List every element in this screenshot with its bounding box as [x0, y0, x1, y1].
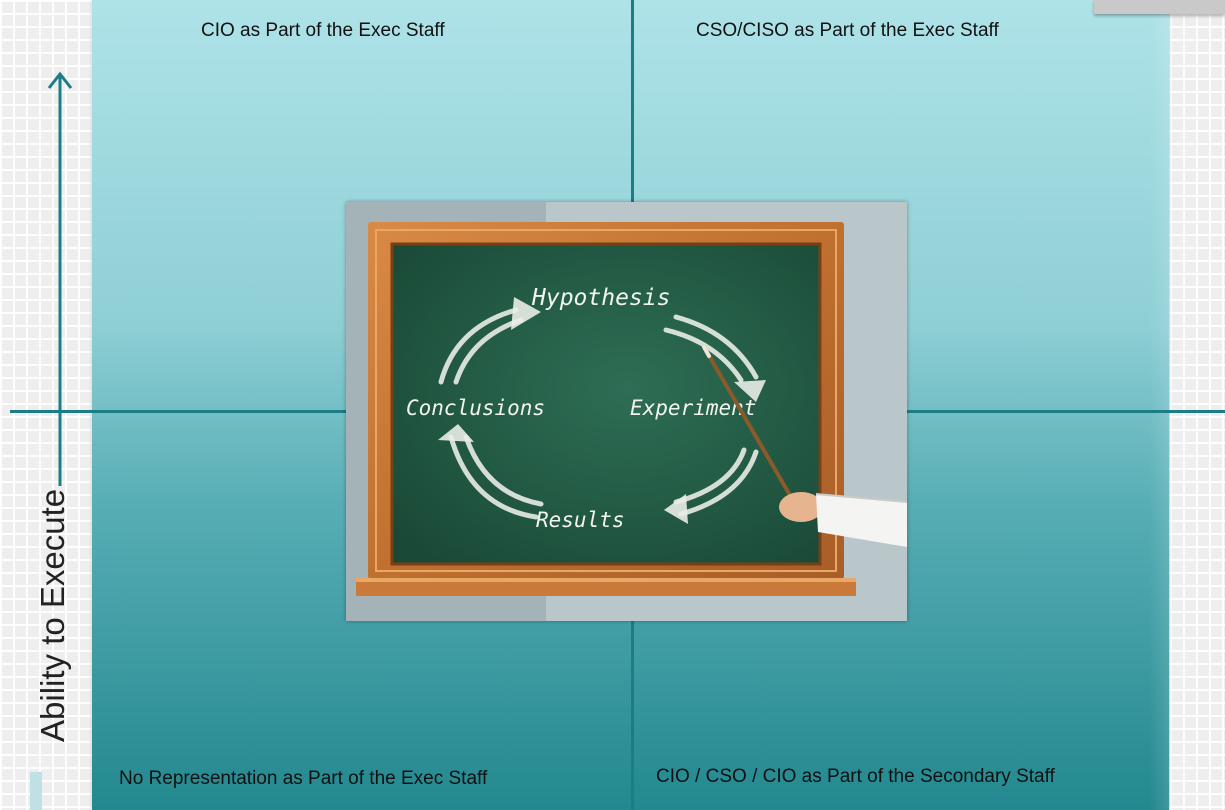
quadrant-label-top-right: CSO/CISO as Part of the Exec Staff	[696, 20, 999, 41]
quadrant-label-top-left: CIO as Part of the Exec Staff	[201, 20, 445, 41]
y-axis-label: Ability to Execute	[34, 488, 71, 742]
chalk-text-left: Conclusions	[406, 396, 545, 420]
chalkboard-image: Hypothesis Conclusions Experiment Result…	[346, 202, 907, 621]
quadrant-label-bottom-left: No Representation as Part of the Exec St…	[119, 768, 488, 789]
chalk-text-top: Hypothesis	[531, 285, 670, 311]
panel-edge	[1149, 0, 1169, 810]
y-axis-arrow	[47, 71, 73, 486]
axis-base-block	[30, 772, 42, 810]
chalk-text-bottom: Results	[536, 508, 625, 532]
quadrant-label-bottom-right: CIO / CSO / CIO as Part of the Secondary…	[656, 766, 1055, 787]
top-corner-bar	[1094, 0, 1225, 14]
